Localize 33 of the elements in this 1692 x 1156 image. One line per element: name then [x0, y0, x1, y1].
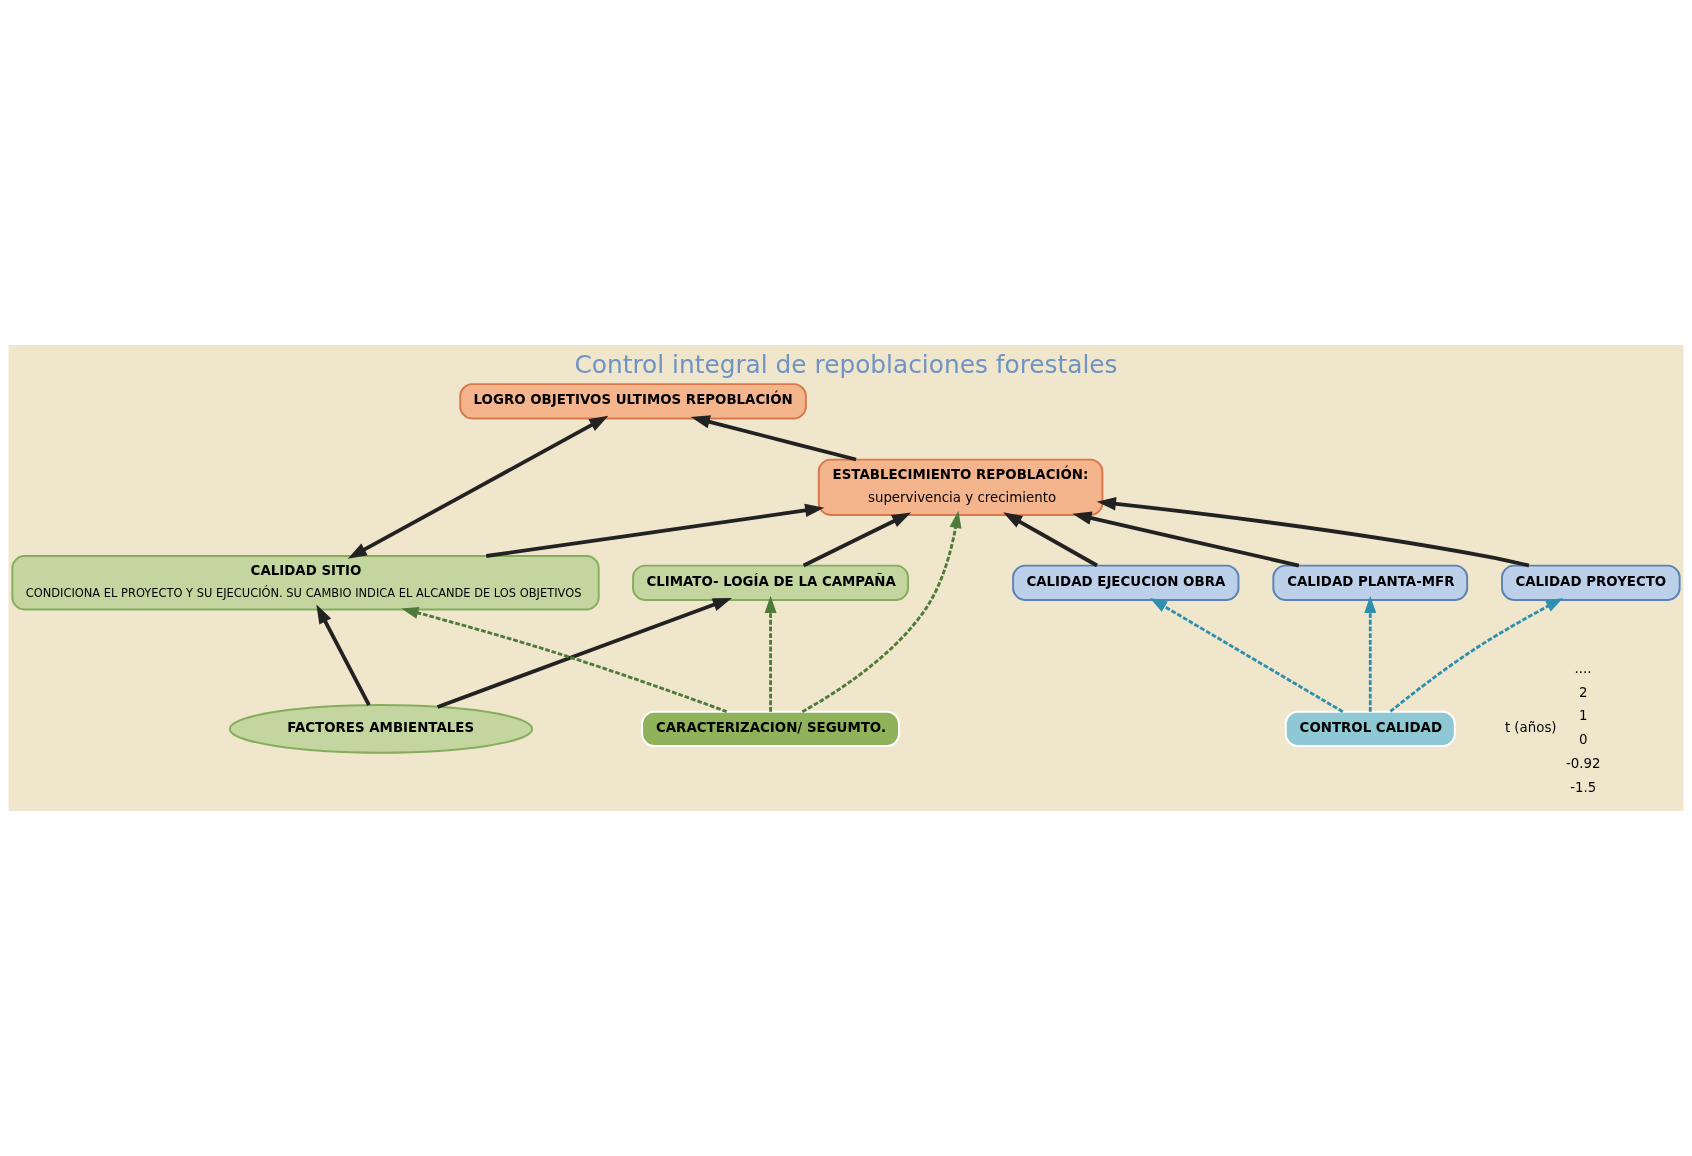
label: -0.92	[1566, 756, 1601, 772]
arrow	[801, 510, 962, 713]
arrow	[401, 607, 728, 713]
arrow	[1364, 595, 1377, 712]
label: 2	[1578, 684, 1588, 700]
label: 1	[1578, 708, 1588, 724]
arrow	[690, 415, 857, 462]
node-box: LOGRO OBJETIVOS ULTIMOS REPOBLACIÓN	[459, 383, 807, 420]
node-box: CALIDAD PLANTA-MFR	[1272, 564, 1469, 601]
node-ellipse: FACTORES AMBIENTALES	[228, 704, 534, 754]
arrow	[436, 598, 732, 709]
label: ....	[1574, 660, 1592, 676]
arrow	[1389, 598, 1564, 713]
node-box: CALIDAD PROYECTO	[1501, 564, 1681, 601]
arrow	[1149, 597, 1344, 713]
arrow	[347, 415, 609, 559]
node-box: ESTABLECIMIENTO REPOBLACIÓN: supervivencia y crecimiento	[817, 458, 1104, 516]
node-box: CONTROL CALIDAD	[1284, 710, 1456, 748]
diagram-title: Control integral de repoblaciones forestales	[574, 349, 1118, 379]
label: 0	[1578, 732, 1588, 748]
label: t (años)	[1504, 720, 1557, 736]
node-box: CLIMATO- LOGÍA DE LA CAMPAÑA	[632, 564, 910, 601]
arrow	[316, 604, 371, 706]
label: -1.5	[1570, 780, 1597, 796]
node-box: CALIDAD SITIO CONDICIONA EL PROYECTO Y SU EJECUCIÓN. SU CAMBIO INDICA EL ALCANDE DE LOS OBJETIVOS	[11, 555, 600, 611]
arrow	[802, 512, 912, 568]
arrow	[764, 595, 777, 712]
arrow	[1072, 511, 1300, 568]
node-box: CARACTERIZACION/ SEGUMTO.	[641, 710, 900, 748]
arrow	[1096, 497, 1530, 568]
arrow	[486, 503, 825, 558]
node-box: CALIDAD EJECUCION OBRA	[1012, 564, 1240, 601]
arrow	[1003, 512, 1098, 568]
